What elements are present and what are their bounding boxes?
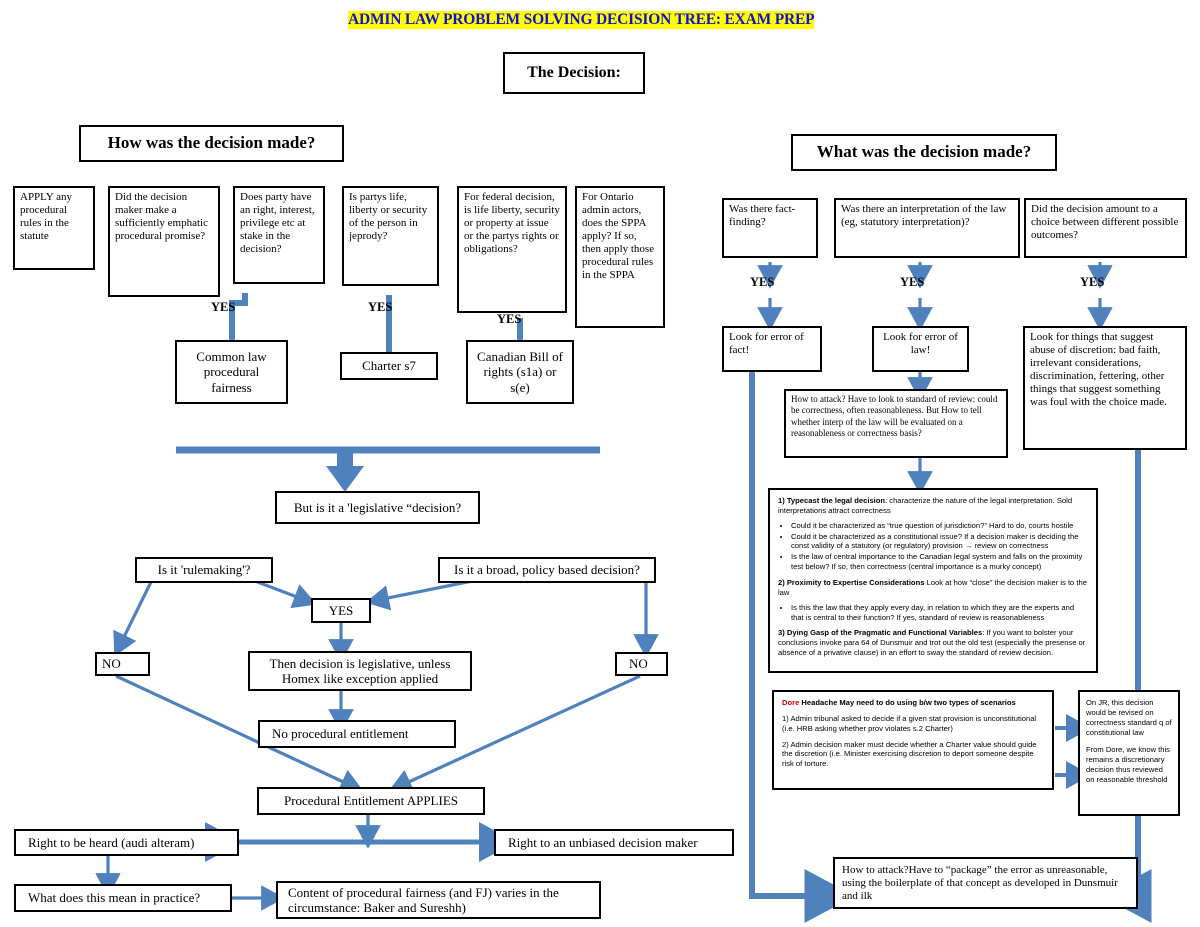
box-legislative-question: But is it a 'legislative “decision? (275, 491, 480, 524)
root-decision-box: The Decision: (503, 52, 645, 94)
box-abuse-discretion-label: Look for things that suggest abuse of di… (1030, 331, 1167, 408)
box-entitlement-applies-label: Procedural Entitlement APPLIES (283, 793, 459, 809)
box-how-to-attack-unreasonable: How to attack?Have to “package” the erro… (833, 857, 1138, 909)
box-emphatic-promise: Did the decision maker make a sufficient… (108, 186, 220, 297)
sor-note-item1: 1) Typecast the legal decision: characte… (778, 496, 1088, 516)
sor-note-item2: 2) Proximity to Expertise Considerations… (778, 578, 1088, 598)
sor-note-item3-head: 3) Dying Gasp of the Pragmatic and Funct… (778, 628, 983, 638)
box-common-law-label: Common law procedural fairness (196, 349, 267, 395)
box-no-entitlement-label: No procedural entitlement (272, 726, 409, 742)
box-no-left-label: NO (102, 656, 121, 672)
box-policy-based: Is it a broad, policy based decision? (438, 557, 656, 583)
box-legislative-question-label: But is it a 'legislative “decision? (293, 499, 462, 515)
box-error-of-fact-label: Look for error of fact! (729, 331, 804, 356)
box-life-liberty: Is partys life, liberty or security of t… (342, 186, 439, 286)
box-abuse-discretion: Look for things that suggest abuse of di… (1023, 326, 1187, 450)
box-common-law: Common law procedural fairness (175, 340, 288, 404)
box-how-to-attack-unreasonable-label: How to attack?Have to “package” the erro… (842, 864, 1118, 902)
box-error-of-law: Look for error of law! (872, 326, 969, 372)
box-mean-in-practice: What does this mean in practice? (14, 884, 232, 912)
box-fact-finding: Was there fact-finding? (722, 198, 818, 258)
sor-note-item2-bullets: Is this the law that they apply every da… (778, 603, 1088, 623)
box-ontario-sppa: For Ontario admin actors, does the SPPA … (575, 186, 665, 328)
box-charter-s7-label: Charter s7 (362, 358, 416, 374)
box-content-fairness-label: Content of procedural fairness (and FJ) … (288, 884, 559, 915)
box-choice-outcomes-label: Did the decision amount to a choice betw… (1031, 203, 1179, 241)
yes-label-right-interest: YES (211, 300, 236, 314)
list-item: Could it be characterized as “true quest… (791, 521, 1088, 531)
sor-note-item1-bullets: Could it be characterized as “true quest… (778, 521, 1088, 572)
box-unbiased: Right to an unbiased decision maker (494, 829, 734, 856)
box-audi-alteram: Right to be heard (audi alteram) (14, 829, 239, 856)
sor-note-item3-body: : If you want to bolster your conclusion… (778, 628, 1086, 658)
right-section-header: What was the decision made? (791, 134, 1057, 171)
sor-note-item2-body: Look at how “close” the decision maker i… (778, 578, 1087, 597)
box-federal-decision-label: For federal decision, is life liberty, s… (464, 191, 560, 255)
yes-label-choice-outcomes: YES (1080, 275, 1105, 289)
sor-note-item2-head: 2) Proximity to Expertise Considerations (778, 578, 925, 588)
box-yes-node: YES (311, 598, 371, 623)
box-then-legislative-label: Then decision is legislative, unless Hom… (269, 655, 451, 686)
left-section-header: How was the decision made? (79, 125, 344, 162)
dore-item-2: 2) Admin decision maker must decide whet… (782, 739, 1037, 769)
list-item: Is the law of central importance to the … (791, 552, 1088, 572)
sor-note-item1-body: : characterize the nature of the legal i… (778, 496, 1073, 515)
box-charter-s7: Charter s7 (340, 352, 438, 380)
dore-heading: Dore Headache May need to do using b/w t… (782, 698, 1044, 708)
right-header-label: What was the decision made? (816, 142, 1032, 162)
yes-label-interpretation: YES (900, 275, 925, 289)
box-no-right: NO (615, 652, 668, 676)
box-rulemaking-label: Is it 'rulemaking'? (157, 562, 251, 578)
box-how-to-attack-sor-label: How to attack? Have to look to standard … (791, 394, 998, 438)
box-life-liberty-label: Is partys life, liberty or security of t… (349, 191, 428, 242)
box-right-interest: Does party have an right, interest, priv… (233, 186, 325, 284)
box-choice-outcomes: Did the decision amount to a choice betw… (1024, 198, 1187, 258)
dore-heading-rest: Headache May need to do using b/w two ty… (799, 698, 1016, 707)
yes-label-fact-finding: YES (750, 275, 775, 289)
yes-label-federal: YES (497, 312, 522, 326)
box-error-of-fact: Look for error of fact! (722, 326, 822, 372)
box-rulemaking: Is it 'rulemaking'? (135, 557, 273, 583)
box-fact-finding-label: Was there fact-finding? (729, 203, 796, 228)
box-bill-of-rights: Canadian Bill of rights (s1a) or s(e) (466, 340, 574, 404)
box-no-left: NO (95, 652, 150, 676)
box-how-to-attack-sor: How to attack? Have to look to standard … (784, 389, 1008, 458)
dore-item-1: 1) Admin tribunal asked to decide if a g… (782, 713, 1037, 733)
box-then-legislative: Then decision is legislative, unless Hom… (248, 651, 472, 691)
box-emphatic-promise-label: Did the decision maker make a sufficient… (115, 191, 208, 242)
box-entitlement-applies: Procedural Entitlement APPLIES (257, 787, 485, 815)
box-dore-side-notes: On JR, this decision would be revised on… (1078, 690, 1180, 816)
root-decision-label: The Decision: (527, 63, 621, 81)
box-no-right-label: NO (629, 656, 648, 672)
box-dore-headache: Dore Headache May need to do using b/w t… (772, 690, 1054, 790)
box-interpretation-label: Was there an interpretation of the law (… (841, 203, 1007, 228)
dore-case-name: Dore (782, 698, 800, 707)
yes-label-life-liberty: YES (368, 300, 393, 314)
box-interpretation: Was there an interpretation of the law (… (834, 198, 1020, 258)
page-title: ADMIN LAW PROBLEM SOLVING DECISION TREE:… (348, 11, 815, 29)
list-item: Is this the law that they apply every da… (791, 603, 1088, 623)
box-no-entitlement: No procedural entitlement (258, 720, 456, 748)
box-apply-statute: APPLY any procedural rules in the statut… (13, 186, 95, 270)
box-bill-of-rights-label: Canadian Bill of rights (s1a) or s(e) (477, 349, 563, 395)
box-unbiased-label: Right to an unbiased decision maker (508, 834, 698, 850)
box-federal-decision: For federal decision, is life liberty, s… (457, 186, 567, 313)
dore-side-note-1: On JR, this decision would be revised on… (1086, 698, 1172, 737)
box-sor-notes: 1) Typecast the legal decision: characte… (768, 488, 1098, 673)
box-ontario-sppa-label: For Ontario admin actors, does the SPPA … (582, 191, 655, 281)
box-apply-statute-label: APPLY any procedural rules in the statut… (20, 191, 72, 242)
box-yes-node-label: YES (328, 602, 354, 618)
box-audi-alteram-label: Right to be heard (audi alteram) (28, 834, 195, 850)
box-error-of-law-label: Look for error of law! (883, 331, 958, 356)
sor-note-item3: 3) Dying Gasp of the Pragmatic and Funct… (778, 628, 1088, 658)
box-content-fairness: Content of procedural fairness (and FJ) … (276, 881, 601, 919)
box-mean-in-practice-label: What does this mean in practice? (28, 890, 201, 906)
box-right-interest-label: Does party have an right, interest, priv… (240, 191, 315, 255)
dore-side-note-2: From Dore, we know this remains a discre… (1086, 745, 1170, 785)
collector-arrowhead (326, 466, 364, 492)
box-policy-based-label: Is it a broad, policy based decision? (454, 562, 640, 578)
list-item: Could it be characterized as a constitut… (791, 532, 1088, 552)
left-header-label: How was the decision made? (107, 133, 316, 153)
sor-note-item1-head: 1) Typecast the legal decision (778, 496, 886, 505)
